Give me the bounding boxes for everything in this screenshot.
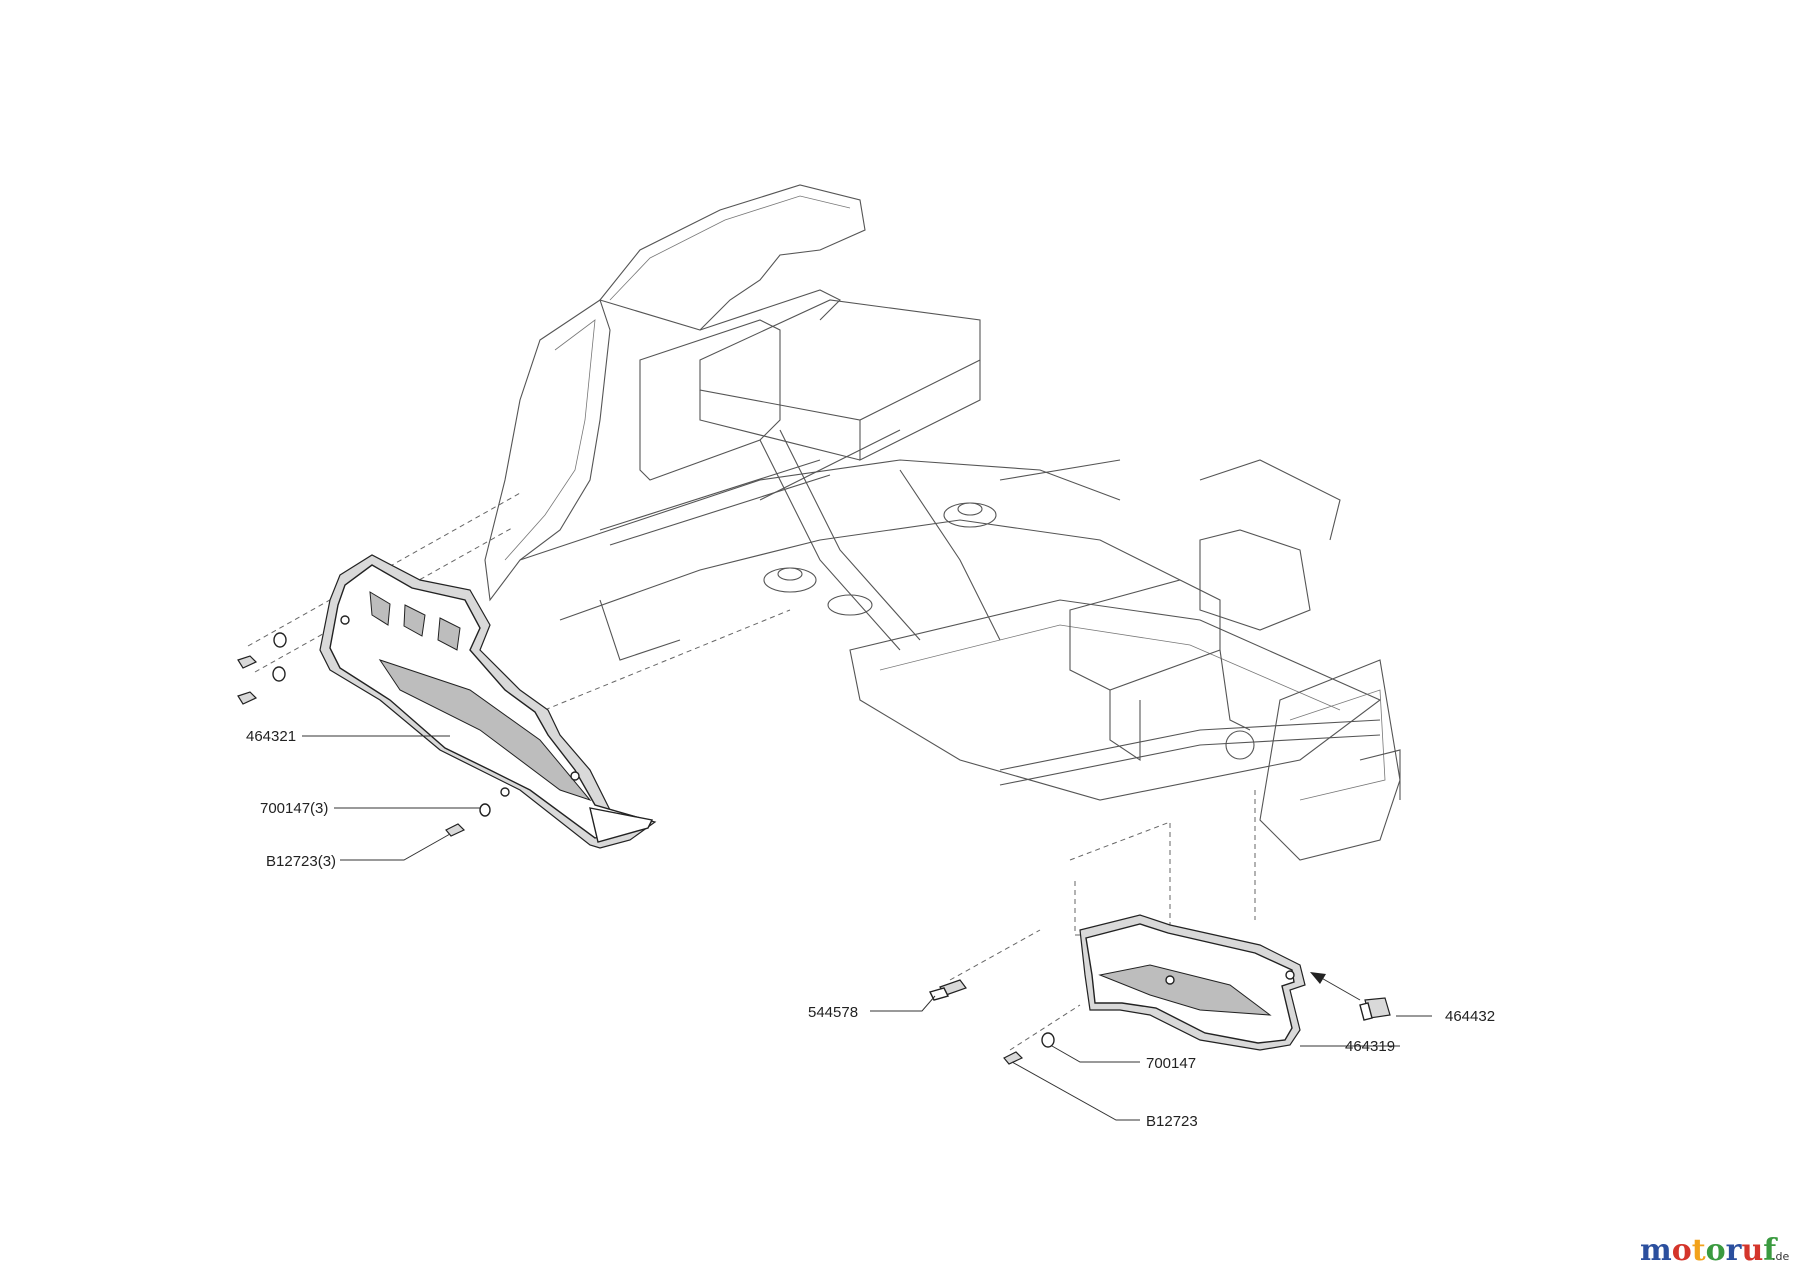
logo-letter: t: [1692, 1233, 1706, 1268]
bolt-part[interactable]: [928, 979, 967, 1001]
right-screw[interactable]: [1003, 1051, 1024, 1065]
label-screw-left: B12723(3): [266, 853, 336, 870]
leader-lines: [302, 735, 1432, 1121]
left-washers[interactable]: [272, 632, 491, 817]
left-belt-cover-part[interactable]: [319, 554, 657, 849]
label-washer-left: 700147(3): [260, 800, 328, 817]
logo-letter: o: [1706, 1233, 1726, 1268]
logo-letter: o: [1672, 1233, 1692, 1268]
clip-part[interactable]: [1359, 997, 1391, 1021]
assembly-arrow: [1310, 972, 1361, 1001]
label-screw-right: B12723: [1146, 1113, 1198, 1130]
right-washer[interactable]: [1041, 1032, 1055, 1048]
label-clip: 464432: [1445, 1008, 1495, 1025]
label-cover-right: 464319: [1345, 1038, 1395, 1055]
label-bolt: 544578: [808, 1004, 858, 1021]
right-belt-cover-part[interactable]: [1079, 914, 1306, 1051]
motoruf-logo: motoruf .de: [1640, 1233, 1789, 1268]
label-washer-right: 700147: [1146, 1055, 1196, 1072]
label-cover-left: 464321: [246, 728, 296, 745]
logo-letter: r: [1726, 1233, 1743, 1268]
logo-suffix: .de: [1772, 1250, 1789, 1263]
tractor-frame: [484, 184, 1401, 861]
svg-text:motoruf: motoruf: [1640, 1233, 1778, 1268]
part-labels: 464321 700147(3) B12723(3) 544578 464432…: [246, 728, 1495, 1130]
left-screws[interactable]: [237, 655, 466, 837]
logo-letter: f: [1763, 1233, 1778, 1268]
logo-letter: m: [1640, 1233, 1672, 1268]
logo-letter: u: [1741, 1233, 1763, 1268]
